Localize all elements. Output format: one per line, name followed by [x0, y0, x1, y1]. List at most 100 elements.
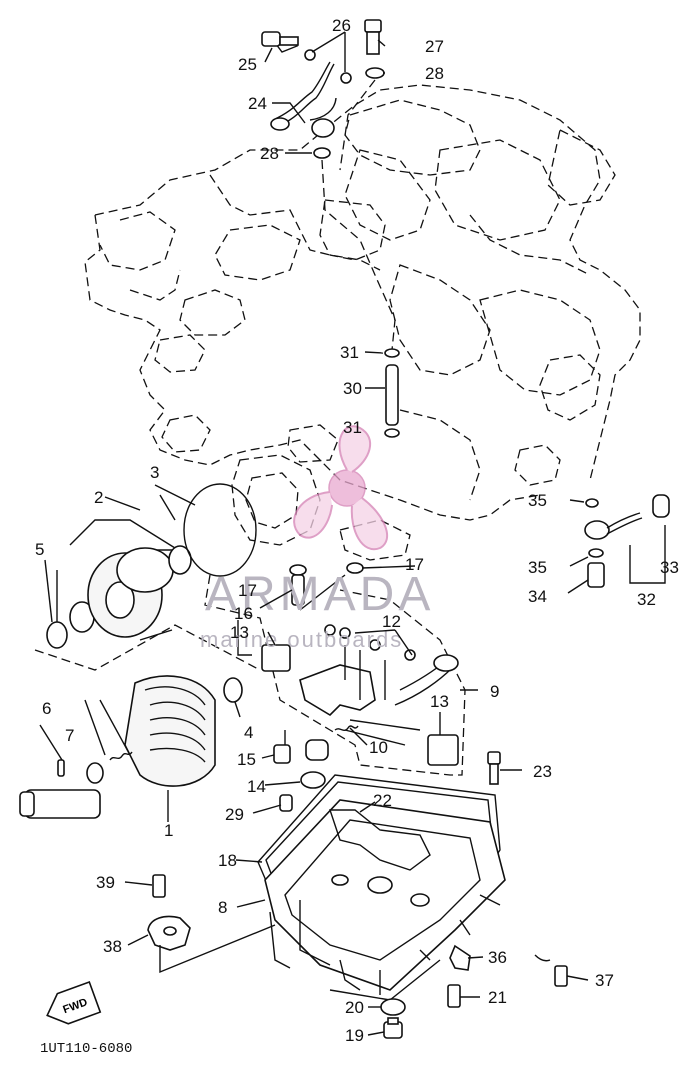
pipe-30 [385, 364, 399, 426]
callout-17b: 17 [405, 555, 424, 574]
callout-20: 20 [345, 998, 364, 1017]
callout-29: 29 [225, 805, 244, 824]
callout-19: 19 [345, 1026, 364, 1045]
o-ring-3 [183, 483, 257, 577]
relief-valve [305, 739, 329, 761]
callout-9: 9 [490, 682, 499, 701]
callout-8: 8 [218, 898, 227, 917]
callout-24: 24 [248, 94, 267, 113]
callout-31a: 31 [340, 343, 359, 362]
callout-21: 21 [488, 988, 507, 1007]
bolt-21 [447, 984, 461, 1008]
washer-28b [365, 67, 385, 79]
fwd-arrow-icon: FWD [46, 980, 102, 1025]
callout-12: 12 [382, 612, 401, 631]
callout-numbers: 1 2 3 4 5 6 7 8 9 10 12 13 13 14 15 16 1… [35, 16, 679, 1045]
callout-15: 15 [237, 750, 256, 769]
callout-27: 27 [425, 37, 444, 56]
callout-17a: 17 [238, 581, 257, 600]
callout-4: 4 [244, 723, 253, 742]
watermark-tagline: marine outboards [200, 627, 403, 652]
joint-13a [261, 644, 291, 672]
callout-13b: 13 [430, 692, 449, 711]
oil-delivery-pipe-assembly [261, 19, 396, 351]
oil-pipe-30-group [384, 348, 400, 438]
callout-32: 32 [637, 590, 656, 609]
callout-22: 22 [373, 791, 392, 810]
callout-25: 25 [238, 55, 257, 74]
callout-35a: 35 [528, 491, 547, 510]
screw-37 [554, 965, 568, 987]
propeller-logo-icon [293, 425, 389, 551]
callout-7: 7 [65, 726, 74, 745]
o-ring-35b [588, 548, 604, 558]
union-bolt-27 [364, 19, 382, 33]
plug-34 [587, 562, 605, 588]
o-ring-31b [384, 428, 400, 438]
washer-26b [340, 72, 352, 84]
oil-pan-group [257, 751, 506, 1001]
drain-and-fasteners-group [147, 874, 568, 1039]
callout-18: 18 [218, 851, 237, 870]
joint-13b [427, 734, 459, 766]
baffle-plate-22 [329, 809, 431, 871]
oil-strainer-assembly [204, 562, 466, 789]
callout-30: 30 [343, 379, 362, 398]
leader-lines [44, 31, 589, 1036]
o-ring-31a [384, 348, 400, 358]
gasket-20 [380, 998, 406, 1016]
callout-13a: 13 [230, 623, 249, 642]
spring-10 [334, 725, 359, 731]
callout-1: 1 [164, 821, 173, 840]
callout-23: 23 [533, 762, 552, 781]
collar-14 [300, 771, 326, 789]
oil-pressure-switch-group [584, 494, 670, 588]
callout-34: 34 [528, 587, 547, 606]
callout-14: 14 [247, 777, 266, 796]
callout-16: 16 [234, 604, 253, 623]
o-ring-35a [585, 498, 599, 508]
bolt-39 [152, 874, 166, 898]
bearing-2b [168, 545, 192, 575]
strainer-body-9 [299, 664, 376, 717]
callout-37: 37 [595, 971, 614, 990]
callout-28a: 28 [425, 64, 444, 83]
callout-35b: 35 [528, 558, 547, 577]
callout-36: 36 [488, 948, 507, 967]
o-ring-4 [223, 677, 243, 703]
callout-26: 26 [332, 16, 351, 35]
washer-5 [46, 621, 68, 649]
callout-33: 33 [660, 558, 679, 577]
callout-2: 2 [94, 488, 103, 507]
oil-filter-1 [124, 675, 216, 787]
washer-28a [313, 147, 331, 159]
oil-filter-group [19, 624, 261, 819]
callout-10: 10 [369, 738, 388, 757]
clamp-36 [449, 944, 471, 971]
callout-6: 6 [42, 699, 51, 718]
union-bolt-6 [24, 789, 101, 819]
lead-terminal-33 [652, 494, 670, 518]
watermark: ARMADA marine outboards [200, 425, 434, 652]
part-code: 1UT110-6080 [40, 1041, 132, 1057]
callout-5: 5 [35, 540, 44, 559]
watermark-brand: ARMADA [205, 568, 434, 621]
bolt-23 [487, 751, 501, 765]
engine-block-outline [84, 84, 641, 561]
banjo-fitting-24 [270, 117, 290, 131]
oil-pump-rotor-group [46, 483, 257, 649]
callout-39: 39 [96, 873, 115, 892]
callout-28b: 28 [260, 144, 279, 163]
union-joint [311, 118, 335, 138]
callout-3: 3 [150, 463, 159, 482]
switch-body [584, 520, 610, 540]
dowel-29 [279, 794, 293, 812]
o-ring-7 [86, 762, 104, 784]
callout-38: 38 [103, 937, 122, 956]
oil-pan-8 [264, 799, 506, 991]
callout-31b: 31 [343, 418, 362, 437]
plug-15 [273, 744, 291, 764]
union-bolt-25 [261, 31, 281, 47]
